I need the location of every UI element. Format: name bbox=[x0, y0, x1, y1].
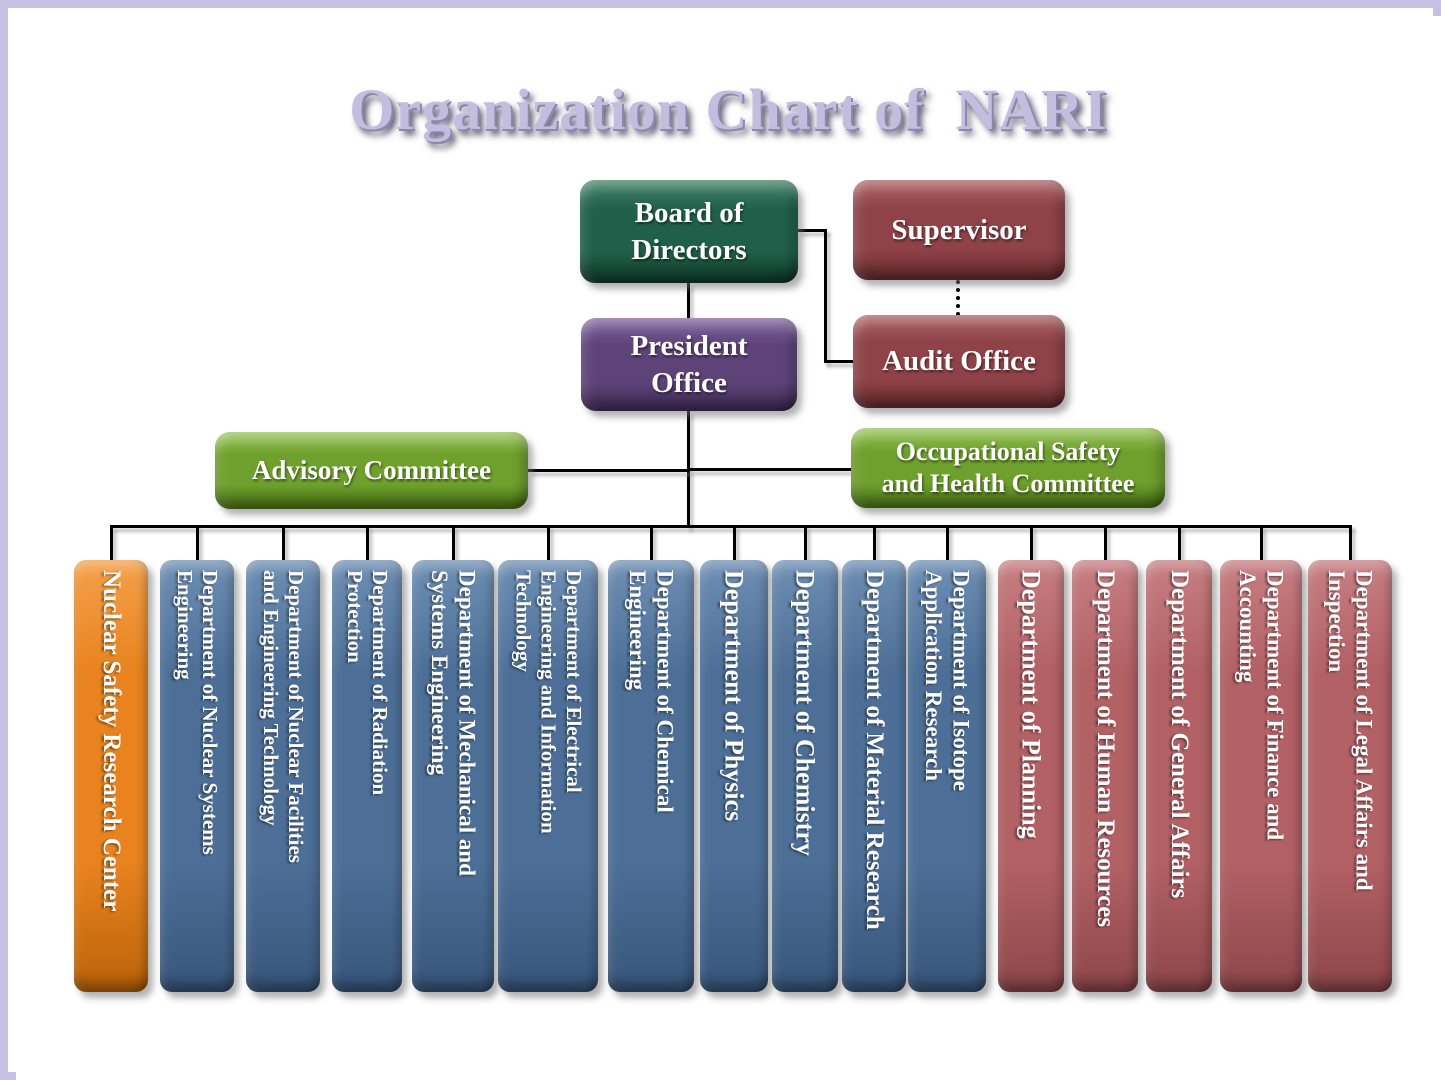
connector-drop-2 bbox=[195, 525, 199, 564]
connector-drop-8 bbox=[732, 525, 736, 564]
connector-drop-10 bbox=[872, 525, 876, 564]
department-label: Department of Radiation Protection bbox=[343, 570, 393, 796]
department-box-2: Department of Nuclear Systems Engineerin… bbox=[160, 560, 234, 992]
box-audit-office: Audit Office bbox=[853, 315, 1065, 408]
box-board-of-directors: Board of Directors bbox=[580, 180, 798, 283]
department-label: Department of Electrical Engineering and… bbox=[511, 570, 586, 834]
box-advisory-committee: Advisory Committee bbox=[215, 432, 528, 509]
box-supervisor: Supervisor bbox=[853, 180, 1065, 280]
department-label: Department of Material Research bbox=[861, 570, 888, 930]
department-label: Department of Legal Affairs and Inspecti… bbox=[1324, 570, 1377, 891]
department-label: Department of Chemical Engineering bbox=[625, 570, 678, 813]
connector-bus bbox=[110, 525, 1352, 528]
connector-drop-15 bbox=[1259, 525, 1263, 564]
connector-advisory-branch bbox=[528, 469, 689, 472]
department-box-15: Department of Finance and Accounting bbox=[1220, 560, 1302, 992]
org-chart-canvas: Organization Chart of NARI Board of Dire… bbox=[16, 16, 1441, 1080]
connector-osh-branch bbox=[689, 468, 851, 471]
department-label: Department of Finance and Accounting bbox=[1235, 570, 1288, 841]
department-box-7: Department of Chemical Engineering bbox=[608, 560, 694, 992]
connector-drop-7 bbox=[649, 525, 653, 564]
connector-drop-1 bbox=[109, 525, 113, 564]
connector-drop-3 bbox=[281, 525, 285, 564]
connector-drop-14 bbox=[1177, 525, 1181, 564]
department-box-11: Department of Isotope Application Resear… bbox=[908, 560, 986, 992]
department-label: Department of Physics bbox=[719, 570, 749, 822]
box-occupational-safety-health-committee: Occupational Safety and Health Committee bbox=[851, 428, 1165, 508]
box-president-office: President Office bbox=[581, 318, 797, 411]
department-box-6: Department of Electrical Engineering and… bbox=[498, 560, 598, 992]
chart-title: Organization Chart of NARI bbox=[349, 77, 1108, 142]
connector-board-president bbox=[687, 283, 690, 318]
department-box-13: Department of Human Resources bbox=[1072, 560, 1138, 992]
department-label: Department of Chemistry bbox=[790, 570, 820, 856]
department-box-4: Department of Radiation Protection bbox=[332, 560, 402, 992]
department-box-12: Department of Planning bbox=[998, 560, 1064, 992]
department-box-8: Department of Physics bbox=[700, 560, 768, 992]
connector-drop-6 bbox=[546, 525, 550, 564]
connector-drop-11 bbox=[945, 525, 949, 564]
connector-board-audit-h2 bbox=[824, 360, 853, 363]
department-label: Department of Human Resources bbox=[1092, 570, 1119, 928]
department-label: Department of Mechanical and Systems Eng… bbox=[427, 570, 480, 876]
department-box-16: Department of Legal Affairs and Inspecti… bbox=[1308, 560, 1392, 992]
departments-row: Nuclear Safety Research Center Department… bbox=[16, 560, 1441, 992]
department-box-10: Department of Material Research bbox=[842, 560, 906, 992]
connector-board-audit-v bbox=[824, 229, 827, 363]
department-label: Department of Planning bbox=[1016, 570, 1046, 839]
connector-drop-4 bbox=[365, 525, 369, 564]
connector-drop-5 bbox=[451, 525, 455, 564]
connector-supervisor-audit-dotted bbox=[956, 280, 960, 316]
connector-board-audit-h1 bbox=[798, 229, 827, 232]
department-label: Department of General Affairs bbox=[1166, 570, 1193, 899]
connector-drop-16 bbox=[1348, 525, 1352, 564]
department-label: Nuclear Safety Research Center bbox=[98, 570, 125, 912]
department-box-1: Nuclear Safety Research Center bbox=[74, 560, 148, 992]
department-box-9: Department of Chemistry bbox=[772, 560, 838, 992]
connector-drop-9 bbox=[803, 525, 807, 564]
department-label: Department of Nuclear Facilities and Eng… bbox=[259, 570, 309, 863]
connector-drop-13 bbox=[1103, 525, 1107, 564]
connector-drop-12 bbox=[1029, 525, 1033, 564]
department-box-5: Department of Mechanical and Systems Eng… bbox=[412, 560, 494, 992]
department-label: Department of Isotope Application Resear… bbox=[921, 570, 974, 792]
department-box-3: Department of Nuclear Facilities and Eng… bbox=[246, 560, 320, 992]
department-label: Department of Nuclear Systems Engineerin… bbox=[173, 570, 223, 855]
department-box-14: Department of General Affairs bbox=[1146, 560, 1212, 992]
